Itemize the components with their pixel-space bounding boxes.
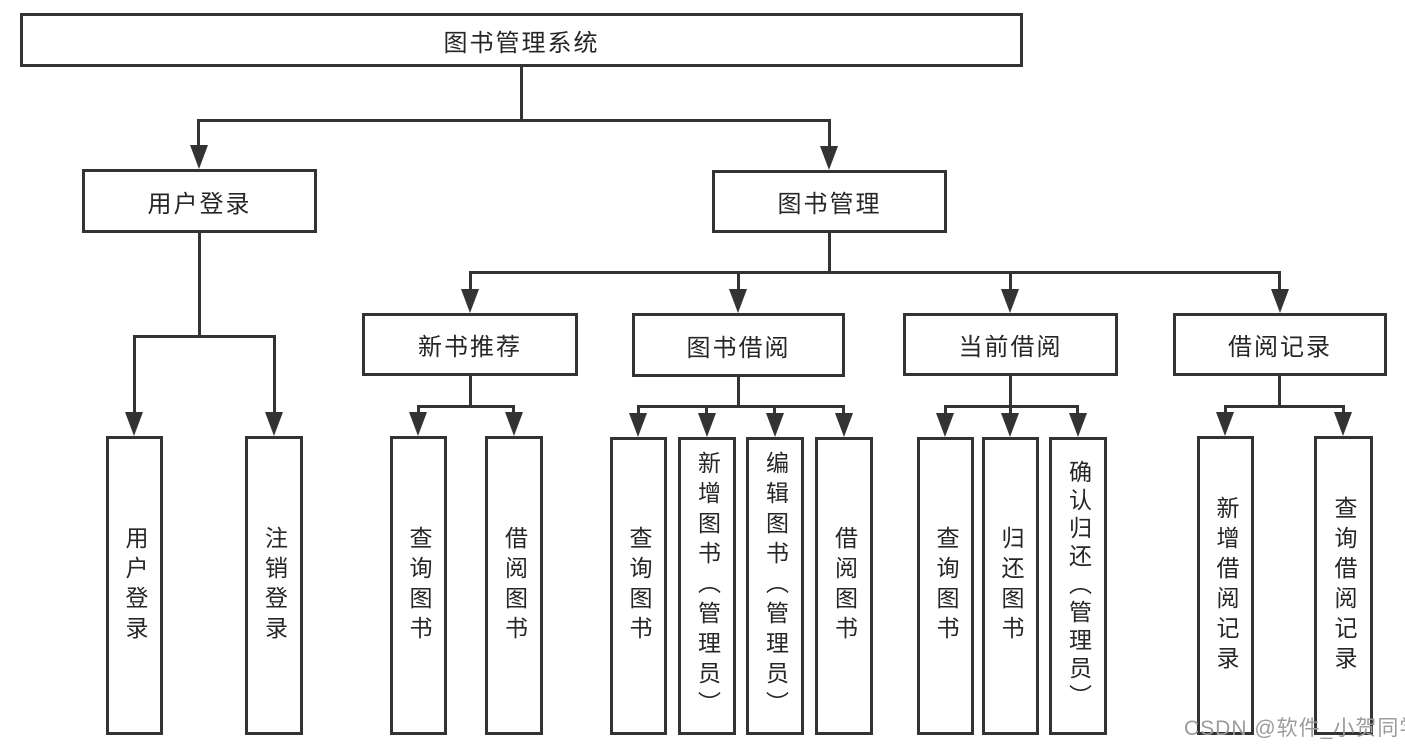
arrowhead	[1069, 413, 1087, 437]
leaf-user-login: 用户登录	[106, 436, 163, 735]
connector-stub-user-login	[197, 119, 200, 148]
arrowhead	[936, 413, 954, 437]
node-book-borrow: 图书借阅	[632, 313, 845, 377]
arrowhead	[1001, 289, 1019, 313]
connector-bookmgmt-vline	[828, 233, 831, 274]
leaf-query-books-recommend: 查询图书	[390, 436, 447, 735]
arrowhead	[1271, 289, 1289, 313]
connector-stub-borrow-records	[1278, 271, 1281, 291]
leaf-add-borrow-record: 新增借阅记录	[1197, 436, 1254, 735]
arrowhead	[461, 289, 479, 313]
connector-borrowrecords-hline	[1224, 405, 1344, 408]
connector-stub	[842, 405, 845, 415]
connector-newbook-vline	[469, 376, 472, 407]
arrowhead	[835, 413, 853, 437]
connector-stub	[773, 405, 776, 415]
leaf-logout: 注销登录	[245, 436, 303, 735]
arrowhead	[1001, 413, 1019, 437]
arrowhead	[1216, 412, 1234, 436]
connector-stub	[944, 405, 947, 415]
connector-stub-leaf-user-login	[133, 335, 136, 415]
node-borrow-records: 借阅记录	[1173, 313, 1387, 376]
node-book-management: 图书管理	[712, 170, 947, 233]
arrowhead	[1334, 412, 1352, 436]
connector-stub	[637, 405, 640, 415]
arrowhead	[820, 146, 838, 170]
arrowhead	[629, 413, 647, 437]
connector-userlogin-vline	[198, 233, 201, 338]
connector-stub-book-borrow	[737, 271, 740, 291]
arrowhead	[698, 413, 716, 437]
leaf-edit-books-admin: 编辑图书（管理员）	[746, 437, 804, 735]
arrowhead	[265, 412, 283, 436]
connector-root-hline	[197, 119, 831, 122]
connector-stub-current-borrow	[1009, 271, 1012, 291]
node-current-borrow: 当前借阅	[903, 313, 1118, 376]
node-user-login: 用户登录	[82, 169, 317, 233]
connector-root-vline	[520, 67, 523, 121]
connector-stub	[1009, 405, 1012, 415]
connector-bookmgmt-hline	[469, 271, 1281, 274]
connector-bookborrow-vline	[737, 377, 740, 407]
watermark: CSDN @软件_小贺同学	[1184, 717, 1405, 740]
leaf-return-books: 归还图书	[982, 437, 1039, 735]
leaf-borrow-books-recommend: 借阅图书	[485, 436, 543, 735]
connector-stub	[1076, 405, 1079, 415]
arrowhead	[190, 145, 208, 169]
connector-stub	[705, 405, 708, 415]
connector-bookborrow-hline	[637, 405, 845, 408]
leaf-add-books-admin: 新增图书（管理员）	[678, 437, 736, 735]
arrowhead	[766, 413, 784, 437]
connector-currentborrow-vline	[1009, 376, 1012, 407]
connector-stub-new-book	[469, 271, 472, 291]
node-library-management-system: 图书管理系统	[20, 13, 1023, 67]
leaf-query-borrow-record: 查询借阅记录	[1314, 436, 1373, 735]
arrowhead	[409, 412, 427, 436]
connector-stub-book-management	[828, 119, 831, 149]
connector-stub	[512, 405, 515, 415]
leaf-borrow-books: 借阅图书	[815, 437, 873, 735]
connector-stub	[1224, 405, 1227, 415]
connector-borrowrecords-vline	[1278, 376, 1281, 407]
connector-stub	[417, 405, 420, 415]
connector-userlogin-hline	[133, 335, 276, 338]
leaf-confirm-return-admin: 确认归还（管理员）	[1049, 437, 1107, 735]
connector-stub-leaf-logout	[273, 335, 276, 415]
leaf-query-books-borrow: 查询图书	[610, 437, 667, 735]
connector-stub	[1342, 405, 1345, 415]
node-new-book-recommend: 新书推荐	[362, 313, 578, 376]
arrowhead	[729, 289, 747, 313]
arrowhead	[125, 412, 143, 436]
leaf-query-books-current: 查询图书	[917, 437, 974, 735]
connector-newbook-hline	[417, 405, 515, 408]
arrowhead	[505, 412, 523, 436]
